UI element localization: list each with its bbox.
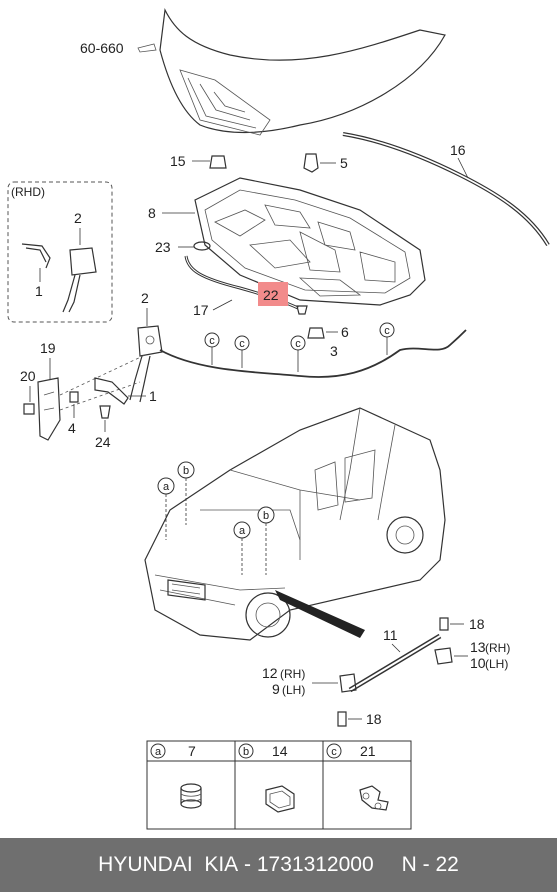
- legend-part-14-drawing: [265, 785, 295, 813]
- part-5-clip: [303, 153, 319, 173]
- callout-2: 2: [141, 290, 149, 306]
- footer-part-number: 1731312000: [256, 853, 374, 876]
- callout-10-side: (LH): [485, 657, 508, 671]
- svg-text:c: c: [295, 338, 301, 350]
- legend-part-a: 7: [188, 743, 196, 759]
- cable-clips: c c c c: [204, 322, 395, 372]
- part-18-bolt-bottom: [337, 711, 347, 727]
- svg-text:b: b: [183, 465, 189, 477]
- callout-18-bottom: 18: [366, 711, 382, 727]
- callout-22: 22: [263, 287, 279, 303]
- legend-part-7-drawing: [180, 783, 202, 809]
- part-23-grommet: [193, 241, 211, 251]
- callout-4: 4: [68, 420, 76, 436]
- part-3-cable: [159, 329, 467, 378]
- legend-part-b: 14: [272, 743, 288, 759]
- callout-3: 3: [330, 343, 338, 359]
- ref-label: 60-660: [80, 40, 124, 56]
- part-8-insulator-pad: [194, 177, 426, 306]
- svg-text:c: c: [384, 325, 390, 337]
- callout-16: 16: [450, 142, 466, 158]
- legend-part-c: 21: [360, 743, 376, 759]
- callout-15: 15: [170, 153, 186, 169]
- rhd-label: (RHD): [11, 185, 45, 199]
- callout-1: 1: [149, 388, 157, 404]
- callout-2-rhd: 2: [74, 210, 82, 226]
- part-12-9-bracket: [339, 673, 357, 693]
- part-2-latch: [129, 325, 163, 403]
- callout-1-rhd: 1: [35, 283, 43, 299]
- hood-panel: [159, 7, 446, 136]
- callout-6: 6: [341, 324, 349, 340]
- part-4-bolt: [69, 391, 79, 403]
- svg-text:a: a: [163, 481, 170, 493]
- svg-text:c: c: [209, 335, 215, 347]
- part-24-bolt: [99, 405, 111, 419]
- rhd-latch: [21, 243, 97, 313]
- callout-19: 19: [40, 340, 56, 356]
- legend-letter-b: b: [243, 746, 249, 758]
- callout-11: 11: [383, 627, 398, 643]
- callout-12-side: (RH): [280, 667, 305, 681]
- legend-table: a 7 b 14 c 21: [146, 740, 412, 830]
- callout-24: 24: [95, 434, 111, 450]
- callout-23: 23: [155, 239, 171, 255]
- callout-13: 13: [470, 639, 486, 655]
- callout-22-highlight: [258, 282, 288, 306]
- footer-bar: HYUNDAI KIA - 1731312000 N - 22: [0, 838, 557, 892]
- part-1-lever: [94, 377, 129, 405]
- part-19-bracket: [37, 377, 61, 441]
- part-20-clip: [23, 403, 35, 415]
- ref-60-660: 60-660: [80, 40, 157, 56]
- callout-12: 12: [262, 665, 278, 681]
- callout-20: 20: [20, 368, 36, 384]
- part-13-10-bracket: [434, 647, 453, 665]
- part-6-nut: [307, 327, 325, 339]
- legend-letter-a: a: [155, 746, 162, 758]
- footer-page: N - 22: [401, 853, 459, 876]
- legend-part-21-drawing: [359, 785, 389, 811]
- callout-13-side: (RH): [485, 641, 510, 655]
- svg-text:b: b: [263, 510, 269, 522]
- footer-sep: -: [238, 853, 257, 876]
- callout-9: 9: [272, 681, 280, 697]
- vehicle-illustration: [144, 407, 446, 641]
- callout-8: 8: [148, 205, 156, 221]
- callout-9-side: (LH): [282, 683, 305, 697]
- svg-text:a: a: [239, 525, 246, 537]
- part-16-weatherstrip: [342, 132, 550, 247]
- callout-10: 10: [470, 655, 486, 671]
- rhd-box: [7, 181, 113, 323]
- callout-17: 17: [193, 302, 209, 318]
- part-22-clip: [296, 305, 308, 315]
- part-11-lift-support-pointer: [275, 590, 365, 638]
- vehicle-callouts: a b a b: [157, 461, 275, 575]
- svg-text:c: c: [239, 338, 245, 350]
- part-18-bolt-top: [439, 617, 449, 631]
- footer-brand: HYUNDAI KIA: [98, 853, 239, 876]
- legend-letter-c: c: [331, 746, 337, 758]
- callout-18-top: 18: [469, 616, 485, 632]
- part-15-bumper: [209, 155, 227, 169]
- callout-5: 5: [340, 155, 348, 171]
